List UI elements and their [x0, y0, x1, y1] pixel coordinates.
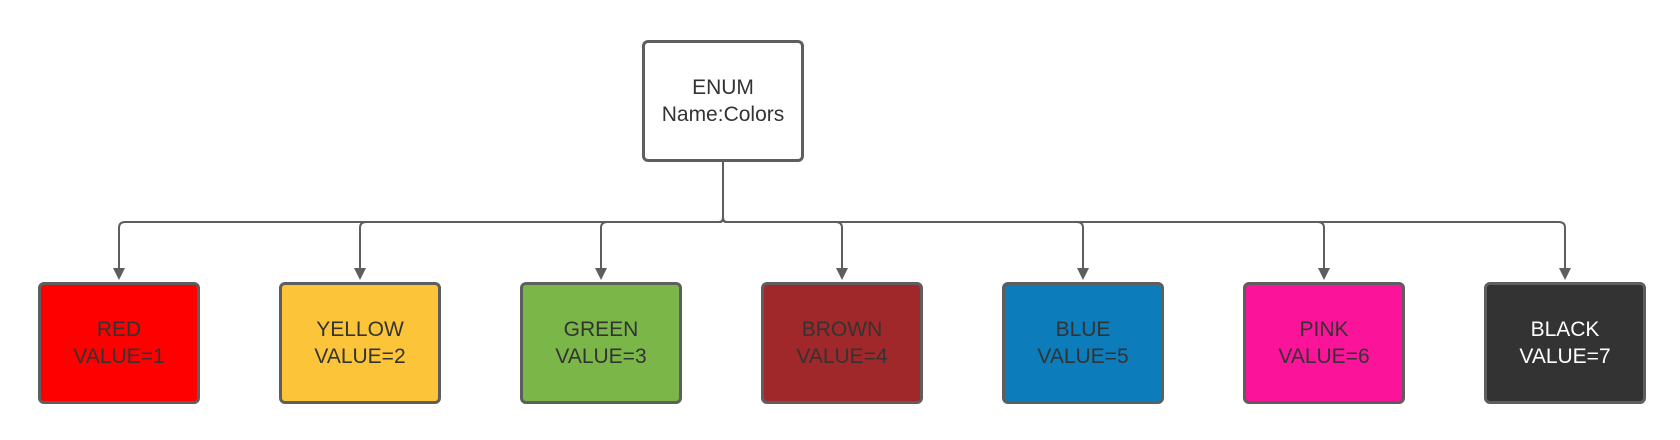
connector-path: [118, 217, 724, 270]
root-title: ENUM: [692, 76, 754, 99]
connector-path: [722, 217, 1566, 270]
arrowhead-icon: [1318, 268, 1330, 280]
enum-value-node-yellow: YELLOW VALUE=2: [279, 282, 441, 404]
arrowhead-icon: [1077, 268, 1089, 280]
enum-value-node-black: BLACK VALUE=7: [1484, 282, 1646, 404]
enum-value-node-pink: PINK VALUE=6: [1243, 282, 1405, 404]
enum-value-name: RED: [96, 318, 142, 341]
arrowhead-icon: [595, 268, 607, 280]
enum-value-node-brown: BROWN VALUE=4: [761, 282, 923, 404]
enum-value-number: VALUE=6: [1278, 345, 1370, 368]
connector-path: [722, 217, 1325, 270]
enum-value-number: VALUE=2: [314, 345, 406, 368]
arrowhead-icon: [836, 268, 848, 280]
connector-path: [722, 217, 1084, 270]
connector-path: [600, 217, 724, 270]
enum-value-number: VALUE=1: [73, 345, 165, 368]
enum-value-name: BLUE: [1055, 318, 1111, 341]
enum-value-node-red: RED VALUE=1: [38, 282, 200, 404]
enum-value-name: GREEN: [563, 318, 639, 341]
enum-value-number: VALUE=7: [1519, 345, 1611, 368]
enum-value-node-green: GREEN VALUE=3: [520, 282, 682, 404]
root-subtitle: Name:Colors: [661, 103, 785, 126]
enum-value-number: VALUE=3: [555, 345, 647, 368]
connector-path: [722, 217, 843, 270]
arrowhead-icon: [354, 268, 366, 280]
enum-value-name: BROWN: [801, 318, 883, 341]
enum-root-node: ENUM Name:Colors: [642, 40, 804, 162]
enum-value-number: VALUE=4: [796, 345, 888, 368]
enum-value-name: PINK: [1299, 318, 1349, 341]
arrowhead-icon: [1559, 268, 1571, 280]
arrowhead-icon: [113, 268, 125, 280]
enum-value-name: YELLOW: [316, 318, 404, 341]
enum-value-node-blue: BLUE VALUE=5: [1002, 282, 1164, 404]
enum-value-number: VALUE=5: [1037, 345, 1129, 368]
enum-value-name: BLACK: [1530, 318, 1600, 341]
connector-path: [359, 217, 724, 270]
